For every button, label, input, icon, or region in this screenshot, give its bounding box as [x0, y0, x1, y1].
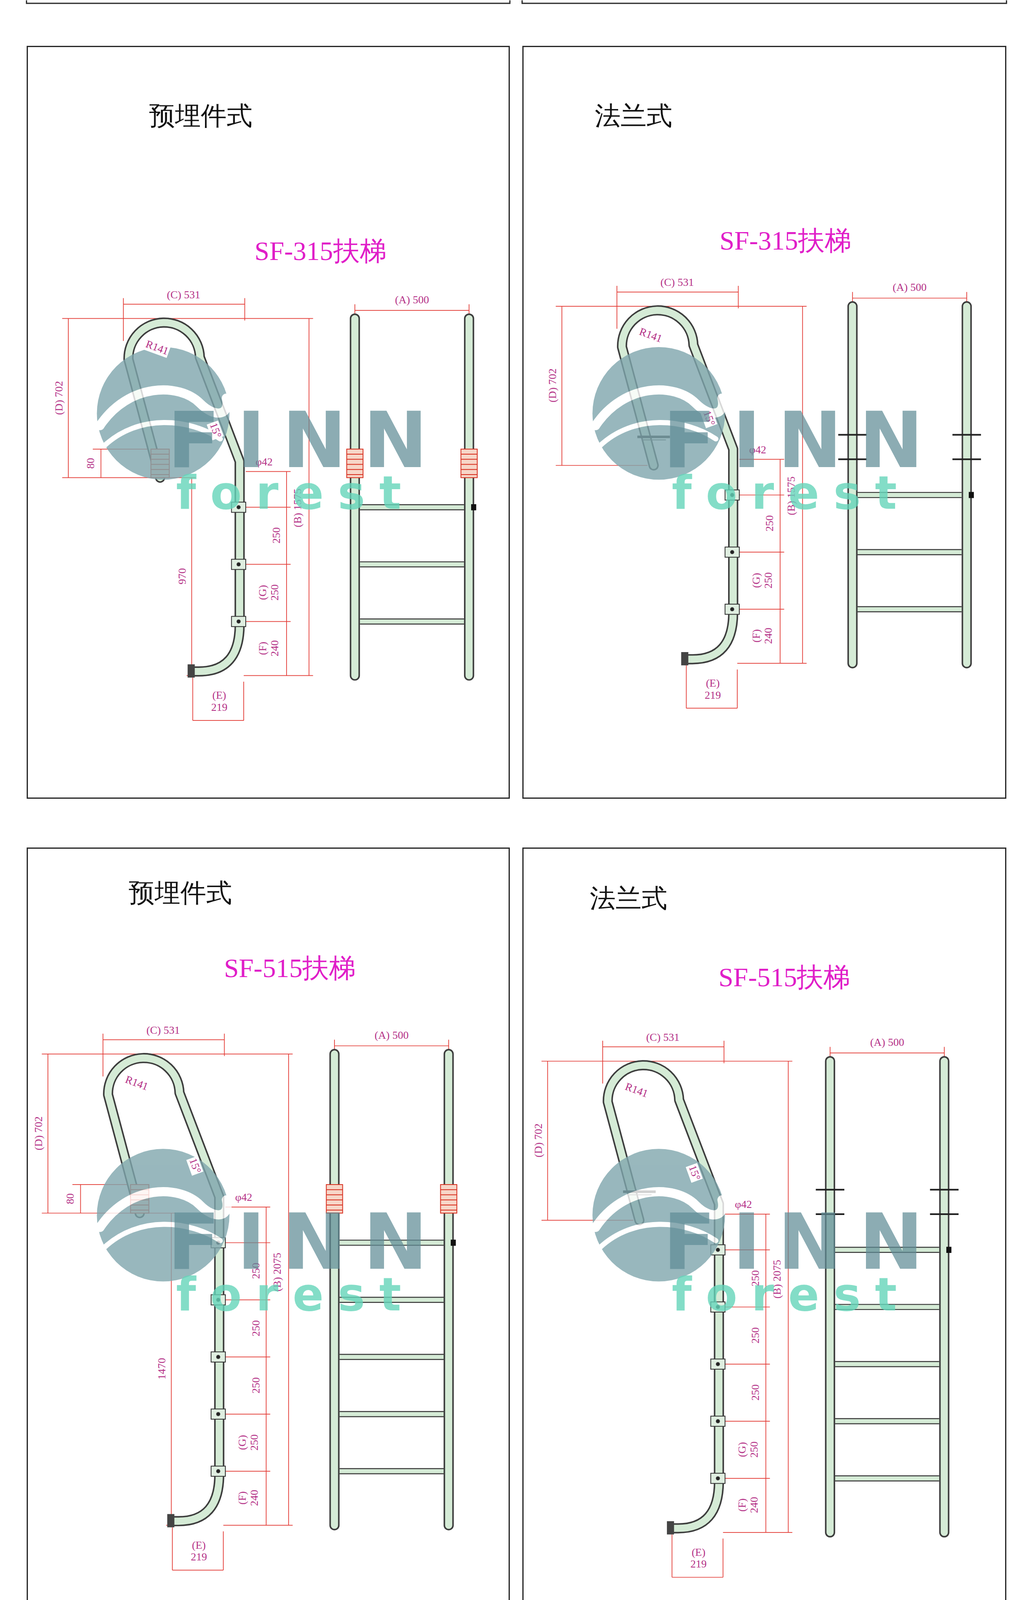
dimension-label: 970 [176, 567, 189, 586]
model-title: SF-515扶梯 [718, 961, 851, 993]
mount-type-title: 法兰式 [594, 101, 673, 131]
watermark-text: forest [671, 1268, 911, 1320]
dimension-label: (F) 240 [237, 1488, 261, 1507]
mount-type-title: 预埋件式 [128, 878, 233, 908]
dimension-label: 80 [84, 456, 98, 470]
watermark-text: forest [176, 467, 416, 518]
dimension-label: 250 [270, 526, 283, 545]
dimension-label: (E) 219 [703, 677, 722, 702]
watermark-text: forest [176, 1268, 416, 1320]
dimension-label: 15° [186, 1155, 204, 1176]
dimension-label: R141 [143, 337, 171, 358]
dimension-label: (G) 250 [237, 1432, 261, 1451]
dimension-label: R141 [122, 1072, 151, 1093]
dimension-label: 15° [686, 1162, 704, 1183]
dimension-label: (F) 240 [751, 626, 775, 645]
dimension-label: (E) 219 [689, 1546, 708, 1570]
dimension-label: (D) 702 [532, 1122, 545, 1158]
dimension-label: (F) 240 [257, 638, 282, 657]
dimension-label: (D) 702 [32, 1115, 45, 1151]
dimension-label: (F) 240 [736, 1495, 761, 1514]
model-title: SF-315扶梯 [719, 225, 852, 257]
dimension-label: (C) 531 [166, 288, 202, 301]
dimension-label: R141 [622, 1080, 650, 1101]
mount-type-title: 预埋件式 [149, 101, 253, 131]
dimension-label: (A) 500 [394, 294, 430, 307]
dimension-label: (E) 219 [189, 1539, 208, 1563]
dimension-label: 250 [749, 1382, 762, 1401]
dimension-label: (G) 250 [751, 571, 775, 590]
model-title: SF-315扶梯 [254, 235, 387, 267]
dimension-label: (A) 500 [869, 1036, 906, 1049]
dimension-label: 1470 [156, 1356, 169, 1380]
dimension-label: (C) 531 [645, 1031, 681, 1044]
dimension-label: (D) 702 [546, 367, 559, 404]
dimension-label: (A) 500 [891, 281, 928, 294]
dimension-label: 250 [749, 1325, 762, 1344]
dimension-label: 80 [64, 1192, 77, 1205]
dimension-label: 250 [249, 1375, 262, 1394]
dimension-label: (C) 531 [659, 276, 695, 289]
dimension-label: (A) 500 [373, 1029, 410, 1042]
upper-frame-edge [26, 0, 1007, 4]
dimension-label: (C) 531 [145, 1023, 181, 1036]
watermark-text: forest [671, 467, 911, 518]
dimension-label: (D) 702 [53, 379, 66, 416]
model-title: SF-515扶梯 [224, 952, 357, 984]
dimension-label: R141 [636, 325, 665, 346]
dimension-label: (G) 250 [736, 1439, 761, 1458]
dimension-label: (G) 250 [257, 583, 282, 602]
dimension-label: 250 [249, 1318, 262, 1337]
dimension-label: (E) 219 [210, 689, 229, 714]
mount-type-title: 法兰式 [589, 883, 668, 914]
